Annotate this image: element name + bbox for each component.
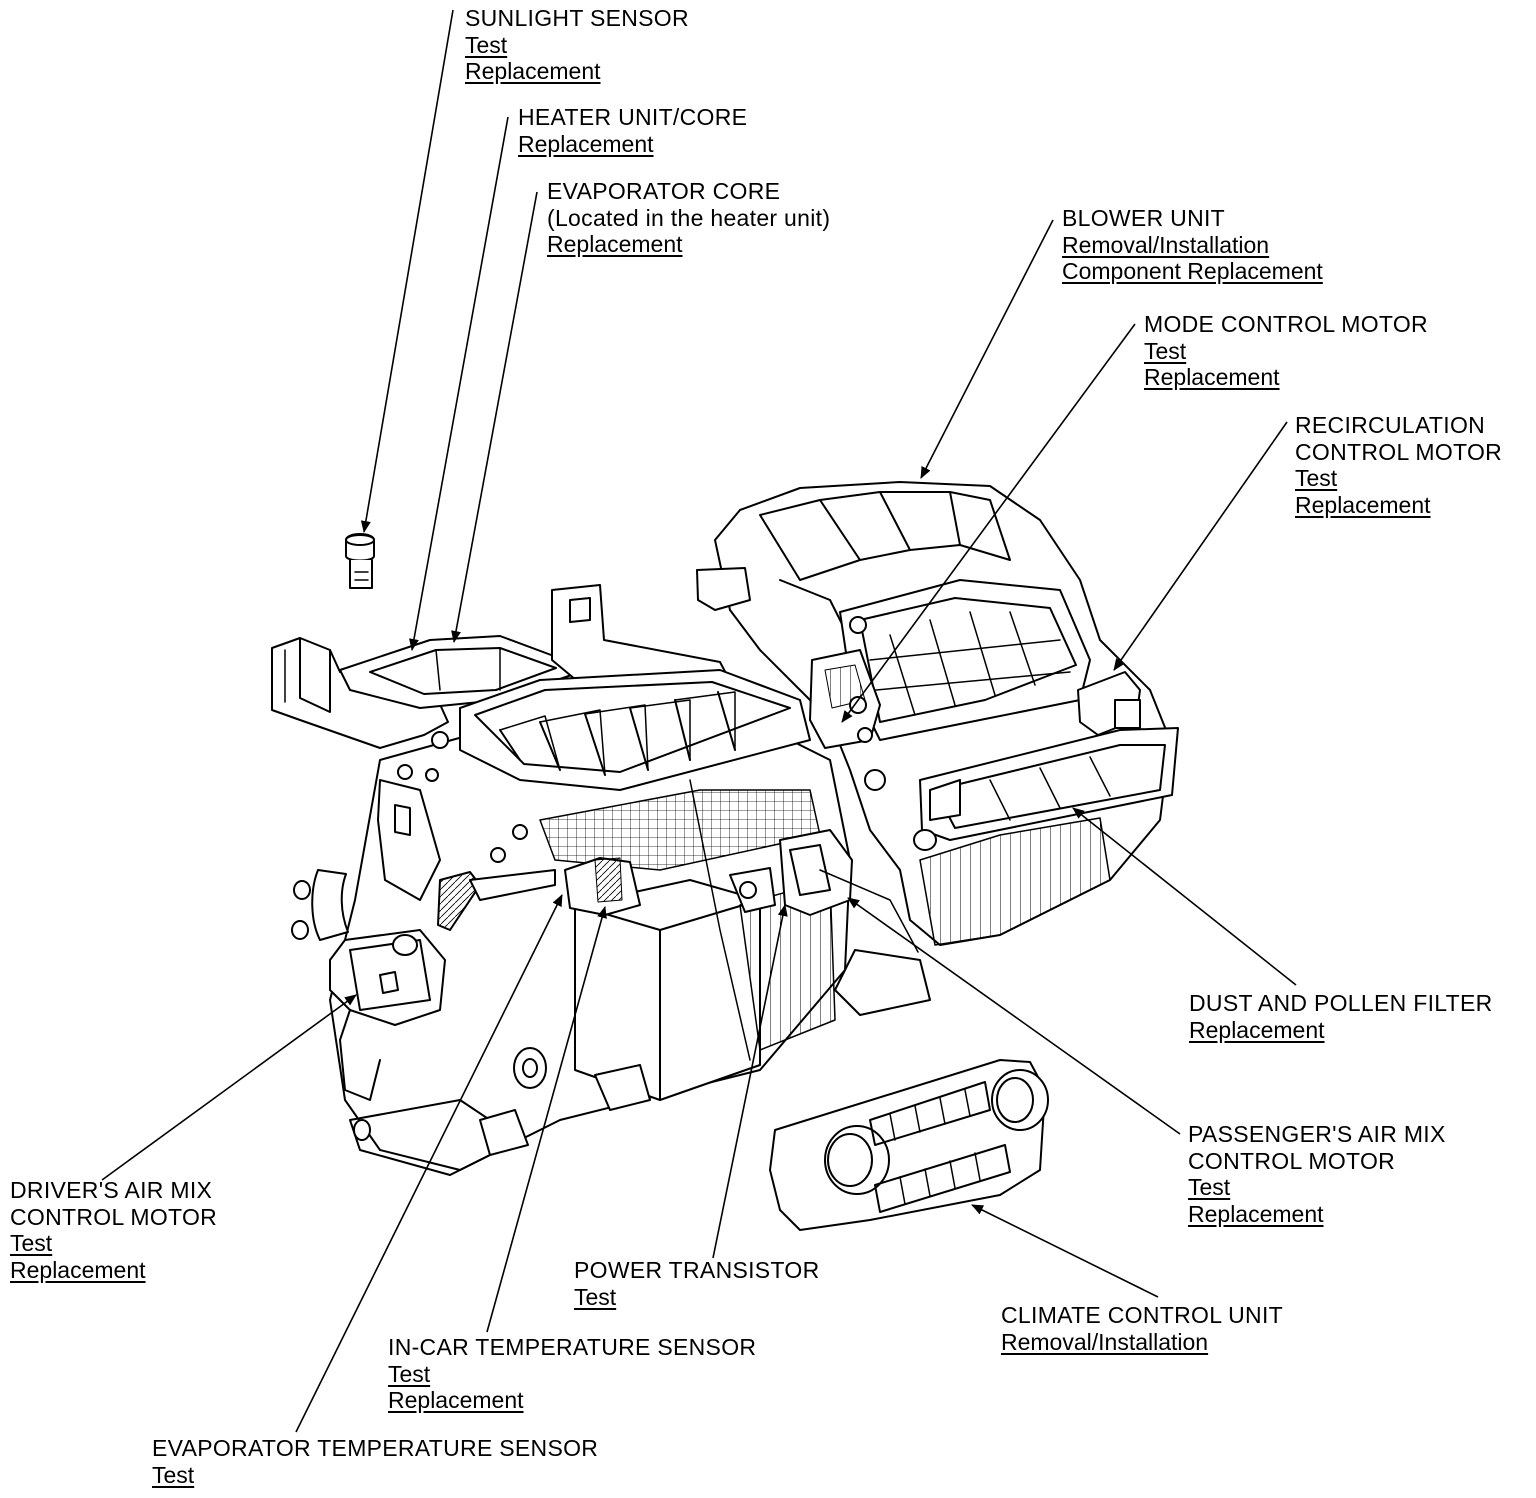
callout-title: EVAPORATOR TEMPERATURE SENSOR <box>152 1435 599 1461</box>
callout-blower-unit: BLOWER UNIT Removal/Installation Compone… <box>1062 205 1323 285</box>
leader-climate-control-unit <box>971 1204 1159 1298</box>
blower-unit-part <box>696 481 1179 946</box>
test-link[interactable]: Test <box>1144 337 1187 364</box>
callout-in-car-temperature-sensor: IN-CAR TEMPERATURE SENSOR Test Replaceme… <box>388 1334 756 1414</box>
callout-title-line2: CONTROL MOTOR <box>1295 438 1503 465</box>
test-link[interactable]: Test <box>1188 1174 1231 1200</box>
leader-evaporator-temp-sensor <box>295 894 563 1433</box>
callout-title: MODE CONTROL MOTOR <box>1144 311 1428 337</box>
removal-installation-link[interactable]: Removal/Installation <box>1062 231 1270 258</box>
leader-power-transistor <box>712 904 788 1259</box>
callout-climate-control-unit: CLIMATE CONTROL UNIT Removal/Installatio… <box>1001 1302 1283 1355</box>
test-link[interactable]: Test <box>388 1360 431 1387</box>
removal-installation-link[interactable]: Removal/Installation <box>1001 1328 1209 1355</box>
replacement-link[interactable]: Replacement <box>388 1387 524 1413</box>
callout-title: HEATER UNIT/CORE <box>518 104 748 130</box>
component-replacement-link[interactable]: Component Replacement <box>1062 258 1323 284</box>
callout-title: RECIRCULATION <box>1295 412 1486 438</box>
leader-dust-pollen-filter <box>1072 807 1297 986</box>
callout-title: SUNLIGHT SENSOR <box>465 5 689 31</box>
callout-note: (Located in the heater unit) <box>547 204 831 231</box>
callout-title: DUST AND POLLEN FILTER <box>1189 990 1493 1016</box>
replacement-link[interactable]: Replacement <box>518 130 654 157</box>
callout-recirculation-control-motor: RECIRCULATION CONTROL MOTOR Test Replace… <box>1295 412 1502 518</box>
callout-title-line2: CONTROL MOTOR <box>10 1203 218 1230</box>
leader-sunlight-sensor <box>360 9 454 533</box>
callout-passengers-air-mix-motor: PASSENGER'S AIR MIX CONTROL MOTOR Test R… <box>1188 1121 1446 1227</box>
leader-lines <box>101 9 1297 1433</box>
callout-title-line2: CONTROL MOTOR <box>1188 1147 1396 1174</box>
center-components-part <box>564 779 931 1061</box>
callout-title: CLIMATE CONTROL UNIT <box>1001 1302 1284 1328</box>
callout-title: PASSENGER'S AIR MIX <box>1188 1121 1446 1147</box>
callout-evaporator-temperature-sensor: EVAPORATOR TEMPERATURE SENSOR Test <box>152 1435 598 1488</box>
leader-evaporator-core <box>451 191 538 643</box>
callout-power-transistor: POWER TRANSISTOR Test <box>574 1257 819 1310</box>
callout-dust-pollen-filter: DUST AND POLLEN FILTER Replacement <box>1189 990 1493 1043</box>
test-link[interactable]: Test <box>10 1230 53 1256</box>
replacement-link[interactable]: Replacement <box>1188 1200 1324 1227</box>
leader-mode-control-motor <box>841 323 1136 723</box>
callout-title: BLOWER UNIT <box>1062 205 1226 231</box>
callout-title: IN-CAR TEMPERATURE SENSOR <box>388 1334 757 1360</box>
callout-heater-unit-core: HEATER UNIT/CORE Replacement <box>518 104 747 157</box>
callout-drivers-air-mix-motor: DRIVER'S AIR MIX CONTROL MOTOR Test Repl… <box>10 1177 217 1283</box>
test-link[interactable]: Test <box>1295 465 1338 491</box>
callout-mode-control-motor: MODE CONTROL MOTOR Test Replacement <box>1144 311 1428 391</box>
heater-unit-part <box>271 584 851 1176</box>
test-link[interactable]: Test <box>574 1283 617 1310</box>
test-link[interactable]: Test <box>465 31 508 58</box>
callout-sunlight-sensor: SUNLIGHT SENSOR Test Replacement <box>465 5 689 85</box>
test-link[interactable]: Test <box>152 1461 195 1488</box>
leader-in-car-temp-sensor <box>486 906 607 1333</box>
replacement-link[interactable]: Replacement <box>1295 491 1431 518</box>
callout-title: POWER TRANSISTOR <box>574 1257 820 1283</box>
sunlight-sensor-part <box>345 533 375 589</box>
callout-title: EVAPORATOR CORE <box>547 178 781 204</box>
leader-heater-unit <box>409 116 509 651</box>
replacement-link[interactable]: Replacement <box>465 58 601 84</box>
callout-evaporator-core: EVAPORATOR CORE (Located in the heater u… <box>547 178 830 258</box>
replacement-link[interactable]: Replacement <box>1144 364 1280 390</box>
leader-passenger-air-mix <box>847 897 1181 1135</box>
climate-control-unit-part <box>769 1059 1049 1231</box>
leader-recirculation-motor <box>1113 421 1288 671</box>
replacement-link[interactable]: Replacement <box>1189 1016 1325 1043</box>
replacement-link[interactable]: Replacement <box>547 231 683 257</box>
leader-blower-unit <box>920 219 1054 479</box>
replacement-link[interactable]: Replacement <box>10 1256 146 1283</box>
drivers-air-mix-motor-part <box>291 869 556 1101</box>
leader-drivers-air-mix <box>101 994 357 1181</box>
callout-title: DRIVER'S AIR MIX <box>10 1177 213 1203</box>
